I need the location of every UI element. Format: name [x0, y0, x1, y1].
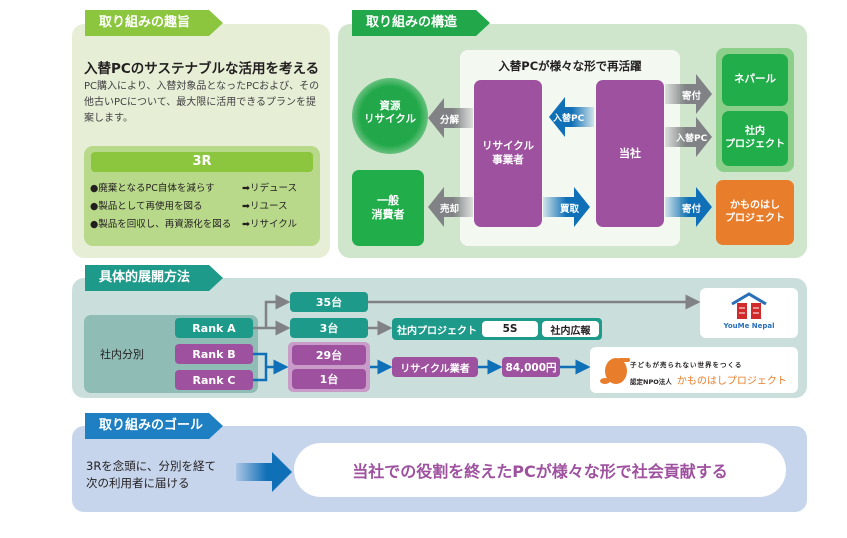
recycler-box: リサイクル 事業者 [474, 80, 542, 227]
count-1: 1台 [292, 369, 366, 389]
sell-label: 売却 [440, 204, 460, 215]
goal-statement-box: 当社での役割を終えたPCが様々な形で社会貢献する [294, 443, 786, 497]
kamonohashi-box: かものはし プロジェクト [716, 180, 794, 245]
three-r-item: ●廃棄となるPC自体を減らす➡リデュース [90, 183, 297, 194]
goal-left-text: 3Rを念頭に、分別を経て 次の利用者に届ける [86, 459, 216, 490]
classification-label: 社内分別 [100, 348, 144, 361]
five-s-box: 5S [482, 321, 538, 337]
structure-center-title: 入替PCが様々な形で再活躍 [498, 59, 642, 73]
purpose-tag: 取り組みの趣旨 [85, 10, 223, 36]
kamonohashi-logo: 子どもが売られない世界をつくる 認定NPO法人 かものはしプロジェクト [590, 347, 798, 393]
company-box: 当社 [596, 80, 664, 227]
internal-project-label: 社内プロジェクト [397, 326, 477, 337]
count-35: 35台 [290, 292, 368, 312]
three-r-item: ●製品を回収し、再資源化を図る➡リサイクル [90, 219, 297, 230]
resource-recycle-label: 資源 リサイクル [364, 100, 416, 125]
rank-a: Rank A [175, 318, 253, 338]
three-r-item: ●製品として再使用を図る➡リユース [90, 201, 288, 212]
general-consumer-box: 一般 消費者 [352, 170, 424, 246]
purchase-label: 買取 [560, 204, 580, 215]
deployment-tag: 具体的展開方法 [85, 265, 223, 291]
purpose-headline: 入替PCのサステナブルな活用を考える [84, 61, 320, 77]
nepal-box: ネパール [722, 54, 788, 106]
goal-statement: 当社での役割を終えたPCが様々な形で社会貢献する [352, 462, 728, 481]
internal-pr-box: 社内広報 [542, 321, 599, 337]
count-3: 3台 [290, 318, 368, 338]
structure-tag: 取り組みの構造 [352, 10, 490, 36]
resource-recycle-circle [352, 78, 428, 154]
three-r-title: 3R [91, 152, 313, 172]
youme-nepal-logo: YouMe Nepal [700, 288, 798, 338]
youme-house-icon [731, 292, 767, 319]
rank-c: Rank C [175, 370, 253, 390]
count-29: 29台 [292, 345, 366, 365]
donate-nepal-label: 寄付 [682, 91, 702, 102]
replace-pc-label: 入替PC [553, 114, 585, 124]
kamo-logo-name-row: 認定NPO法人 かものはしプロジェクト [630, 376, 787, 387]
three-r-list: ●廃棄となるPC自体を減らす➡リデュース ●製品として再使用を図る➡リユース ●… [90, 180, 318, 234]
recycler-pill: リサイクル業者 [392, 357, 478, 377]
purpose-description: PC購入により、入替対象品となったPCおよび、その他古いPCについて、最大限に活… [84, 81, 320, 124]
disassemble-label: 分解 [440, 115, 460, 126]
replace-internal-label: 入替PC [676, 134, 708, 144]
kamo-logo-tagline: 子どもが売られない世界をつくる [630, 361, 743, 369]
youme-logo-text: YouMe Nepal [723, 322, 775, 330]
goal-tag: 取り組みのゴール [85, 413, 223, 439]
goal-arrow [236, 452, 292, 492]
donate-kamo-label: 寄付 [682, 204, 702, 215]
rank-b: Rank B [175, 344, 253, 364]
platypus-icon [600, 358, 630, 384]
amount-pill: 84,000円 [502, 357, 560, 377]
internal-project-box: 社内 プロジェクト [722, 111, 788, 166]
